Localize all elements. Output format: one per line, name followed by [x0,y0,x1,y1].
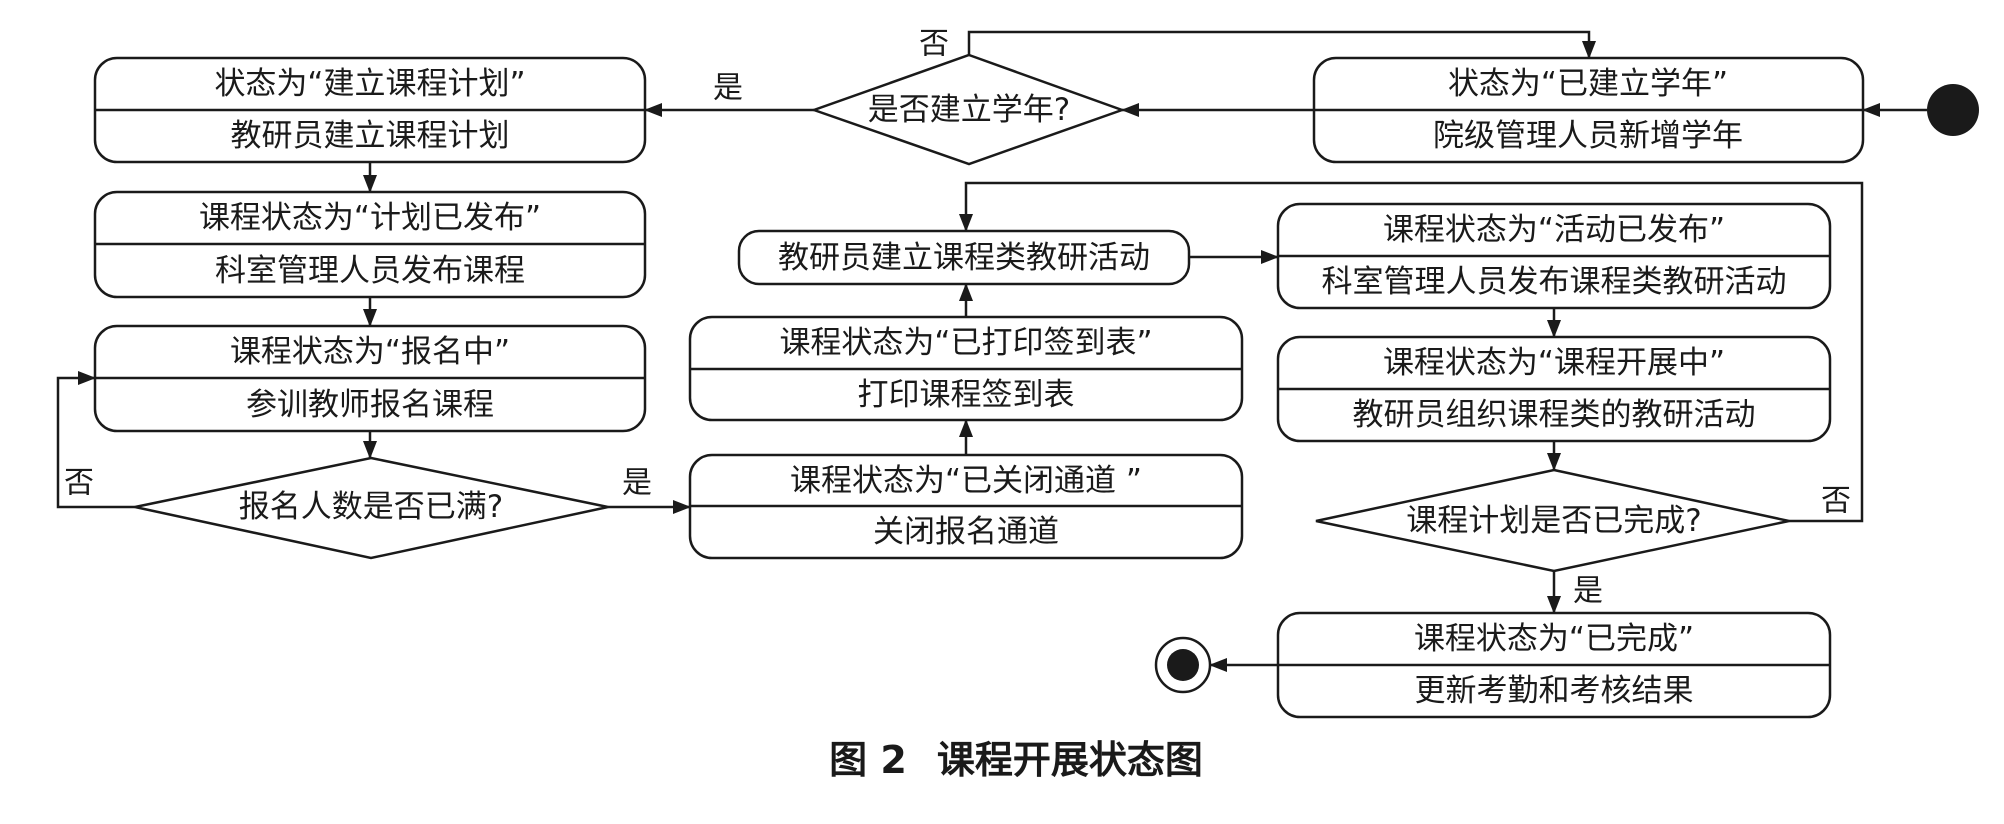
arrow-enrollment-check-no [56,371,135,509]
arrow-plan-check-no [959,181,1864,523]
node-action-text: 科室管理人员发布课程 [215,253,525,289]
end-node [1154,636,1212,694]
node-year-established: 状态为“已建立学年” 院级管理人员新增学年 [1312,56,1865,164]
node-in-progress: 课程状态为“课程开展中” 教研员组织课程类的教研活动 [1276,335,1832,443]
edge-label-no: 否 [64,466,94,501]
figure-number: 图 2 [829,738,907,782]
decision-question: 课程计划是否已完成? [1406,503,1701,539]
node-action-text: 更新考勤和考核结果 [1415,673,1694,709]
edge-label-no: 否 [1821,484,1851,519]
decision-plan-complete: 课程计划是否已完成? [1315,468,1790,573]
node-state-text: 课程状态为“课程开展中” [1383,345,1725,381]
decision-question: 是否建立学年? [868,92,1070,128]
node-action-text: 教研员建立课程类教研活动 [778,240,1150,276]
node-action-text: 打印课程签到表 [858,377,1075,413]
node-state-text: 课程状态为“计划已发布” [199,200,541,236]
decision-enrollment-full: 报名人数是否已满? [134,456,609,560]
node-completed: 课程状态为“已完成” 更新考勤和考核结果 [1276,611,1832,719]
node-channel-closed: 课程状态为“已关闭通道 ” 关闭报名通道 [688,453,1244,560]
figure-title: 课程开展状态图 [937,738,1203,782]
edge-label-yes: 是 [1573,574,1603,609]
arrow-year-check-no [967,30,1596,59]
node-state-text: 课程状态为“活动已发布” [1383,212,1725,248]
node-action-text: 院级管理人员新增学年 [1433,118,1743,154]
node-action-text: 参训教师报名课程 [246,387,494,423]
decision-year-check: 是否建立学年? [810,53,1126,166]
node-state-text: 课程状态为“报名中” [230,334,510,370]
node-action-text: 关闭报名通道 [873,514,1059,550]
edge-label-no: 否 [919,27,949,62]
node-action-text: 科室管理人员发布课程类教研活动 [1322,264,1787,300]
node-activity-published: 课程状态为“活动已发布” 科室管理人员发布课程类教研活动 [1276,202,1832,310]
node-plan-created: 状态为“建立课程计划” 教研员建立课程计划 [93,56,647,164]
node-state-text: 状态为“建立课程计划” [214,66,525,102]
node-enrolling: 课程状态为“报名中” 参训教师报名课程 [93,324,647,433]
node-state-text: 状态为“已建立学年” [1448,66,1728,102]
edge-label-yes: 是 [622,466,652,501]
node-activity-created: 教研员建立课程类教研活动 [737,229,1191,286]
node-signin-printed: 课程状态为“已打印签到表” 打印课程签到表 [688,315,1244,422]
node-action-text: 教研员建立课程计划 [231,118,510,154]
figure-caption: 图 2 课程开展状态图 [829,738,1203,782]
edge-label-yes: 是 [713,71,743,106]
node-state-text: 课程状态为“已完成” [1414,621,1694,657]
decision-question: 报名人数是否已满? [239,489,503,525]
node-state-text: 课程状态为“已关闭通道 ” [790,463,1142,499]
node-plan-published: 课程状态为“计划已发布” 科室管理人员发布课程 [93,190,647,299]
node-action-text: 教研员组织课程类的教研活动 [1353,397,1756,433]
start-node [1927,84,1979,136]
node-state-text: 课程状态为“已打印签到表” [779,325,1152,361]
